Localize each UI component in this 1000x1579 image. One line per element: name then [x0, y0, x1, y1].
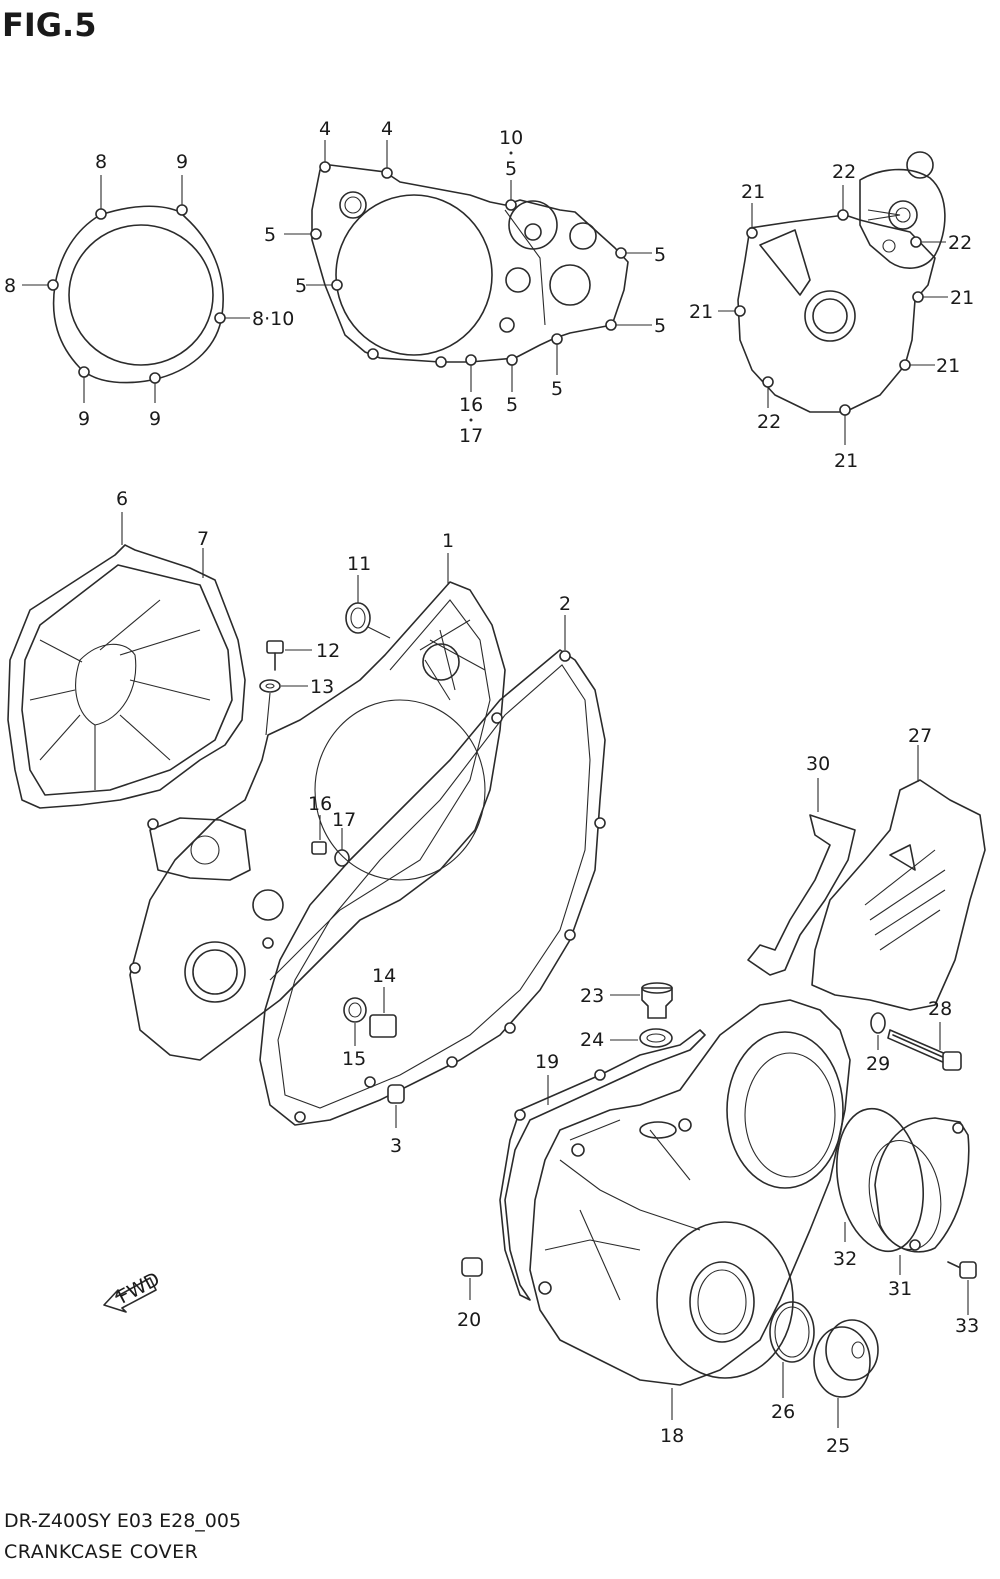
washer-17	[334, 828, 350, 867]
callout-17: 17	[459, 425, 483, 447]
callout-8: 8	[95, 151, 107, 173]
callout-14: 14	[372, 965, 396, 987]
washer-29	[870, 1012, 886, 1050]
callout-29: 29	[866, 1053, 890, 1075]
callout-24: 24	[580, 1029, 604, 1051]
callout-21: 21	[950, 287, 974, 309]
fwd-label: FWD	[114, 1268, 163, 1308]
callout-5: 5	[295, 275, 307, 297]
callout-7: 7	[197, 528, 209, 550]
callout-5: 5	[551, 378, 563, 400]
o-ring-15	[343, 997, 367, 1046]
callout-11: 11	[347, 553, 371, 575]
crankcase-gasket	[310, 161, 629, 368]
callout-21: 21	[936, 355, 960, 377]
callout-16: 16	[459, 394, 483, 416]
callout-6: 6	[116, 488, 128, 510]
drawing-code: DR-Z400SY E03 E28_005	[4, 1510, 242, 1532]
callout-16: 16	[308, 793, 332, 815]
callout-30: 30	[806, 753, 830, 775]
callout-2: 2	[559, 593, 571, 615]
callout-32: 32	[833, 1248, 857, 1270]
callout-5: 5	[654, 315, 666, 337]
bracket-30	[747, 778, 856, 976]
callout-5: 5	[505, 158, 517, 180]
callout-1: 1	[442, 530, 454, 552]
callout-33: 33	[955, 1315, 979, 1337]
callout-5: 5	[264, 224, 276, 246]
callout-12: 12	[316, 640, 340, 662]
callout-9: 9	[149, 408, 161, 430]
magneto-cover	[529, 999, 851, 1420]
callout-9: 9	[78, 408, 90, 430]
callout-15: 15	[342, 1048, 366, 1070]
magneto-cover-gasket-19	[499, 1029, 706, 1301]
callout-4: 4	[381, 118, 393, 140]
callout-10: 10	[499, 127, 523, 149]
oil-filler-plug-23	[610, 982, 673, 1019]
right-crankcase-cover	[129, 581, 506, 1061]
drawing-name: CRANKCASE COVER	[4, 1541, 199, 1563]
dowel-pin-20	[461, 1257, 483, 1300]
callout-25: 25	[826, 1435, 850, 1457]
callout-leaders-top-left	[22, 175, 250, 403]
callout-leaders-top-center	[284, 140, 652, 422]
callout-19: 19	[535, 1051, 559, 1073]
magneto-cover-gasket	[734, 151, 946, 416]
figure-title: FIG.5	[2, 6, 97, 44]
oil-seal-11	[345, 575, 391, 639]
callout-18: 18	[660, 1425, 684, 1447]
o-ring-24	[610, 1028, 673, 1048]
callout-28: 28	[928, 998, 952, 1020]
dowel-pin-3	[387, 1084, 405, 1128]
bolt-16	[311, 815, 327, 855]
callout-13: 13	[310, 676, 334, 698]
callout-22: 22	[832, 161, 856, 183]
clutch-cover-gasket	[47, 204, 226, 384]
callout-21: 21	[741, 181, 765, 203]
plug-14	[369, 987, 397, 1038]
callout-leaders-top-right	[718, 185, 948, 445]
callout-3: 3	[390, 1135, 402, 1157]
callout-9: 9	[176, 151, 188, 173]
callout-27: 27	[908, 725, 932, 747]
callout-21: 21	[834, 450, 858, 472]
forward-direction-arrow-icon: FWD	[103, 1268, 164, 1313]
callout-17: 17	[332, 809, 356, 831]
plug-25	[813, 1319, 879, 1428]
callout-31: 31	[888, 1278, 912, 1300]
callout-5: 5	[506, 394, 518, 416]
callout-21: 21	[689, 301, 713, 323]
callout-5: 5	[654, 244, 666, 266]
o-ring-26	[769, 1301, 815, 1398]
o-ring-32	[835, 1107, 925, 1253]
bolt-28	[887, 1022, 962, 1071]
callout-8: 8	[4, 275, 16, 297]
bolt-12	[266, 640, 312, 671]
callout-22: 22	[757, 411, 781, 433]
guard-27	[811, 745, 986, 1011]
callout-23: 23	[580, 985, 604, 1007]
callout-8-10: 8·10	[252, 308, 294, 330]
callout-22: 22	[948, 232, 972, 254]
callout-4: 4	[319, 118, 331, 140]
callout-26: 26	[771, 1401, 795, 1423]
bolt-33	[947, 1261, 977, 1315]
clutch-cover	[7, 544, 246, 809]
washer-13	[259, 679, 308, 736]
callout-20: 20	[457, 1309, 481, 1331]
cap-31	[868, 1117, 970, 1275]
